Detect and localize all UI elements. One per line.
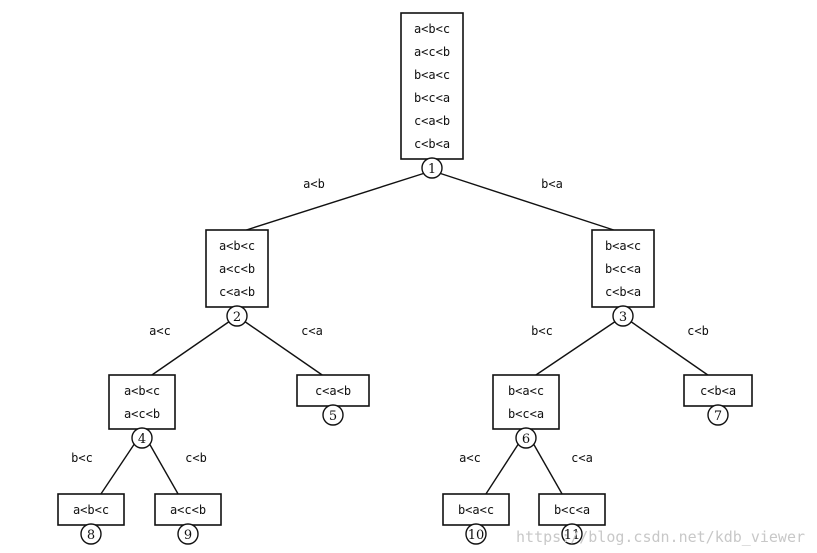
- node-number: 7: [714, 409, 722, 424]
- permutation-text: b<c<a: [554, 503, 590, 517]
- edge-label-1-3: b<a: [541, 177, 563, 191]
- node-number: 11: [564, 528, 581, 543]
- node-number-circle: [226, 305, 248, 327]
- permutation-text: a<c<b: [219, 262, 255, 276]
- permutation-text: a<b<c: [414, 22, 450, 36]
- node-box-5: [296, 374, 370, 407]
- node-number: 3: [619, 310, 627, 325]
- edges-layer: a<b b<a a<c c<a b<c c<b b<c c<b a<c c<a: [71, 172, 709, 495]
- node-10: b<a<c 10: [442, 493, 510, 545]
- edge-1-2: [246, 172, 426, 231]
- node-number: 9: [184, 528, 192, 543]
- node-1: a<b<c a<c<b b<a<c b<c<a c<a<b c<b<a 1: [400, 12, 464, 179]
- edge-label-4-8: b<c: [71, 451, 93, 465]
- edge-1-3: [438, 172, 614, 231]
- node-box-9: [154, 493, 222, 526]
- permutation-text: b<a<c: [508, 384, 544, 398]
- node-number-circle: [421, 157, 443, 179]
- permutation-text: c<b<a: [414, 137, 450, 151]
- node-9: a<c<b 9: [154, 493, 222, 545]
- permutation-text: b<a<c: [605, 239, 641, 253]
- node-2: a<b<c a<c<b c<a<b 2: [205, 229, 269, 327]
- permutation-text: c<a<b: [219, 285, 255, 299]
- edge-4-9: [148, 442, 179, 495]
- node-number-circle: [322, 404, 344, 426]
- node-number: 1: [428, 162, 436, 177]
- permutation-text: b<c<a: [508, 407, 544, 421]
- node-7: c<b<a 7: [683, 374, 753, 426]
- node-4: a<b<c a<c<b 4: [108, 374, 176, 449]
- edge-label-1-2: a<b: [303, 177, 325, 191]
- node-number: 8: [87, 528, 95, 543]
- node-box-2: [205, 229, 269, 308]
- node-number-circle: [131, 427, 153, 449]
- edge-2-4: [151, 320, 231, 376]
- node-number-circle: [612, 305, 634, 327]
- edge-6-10: [485, 442, 520, 495]
- edge-4-8: [100, 442, 136, 495]
- permutation-text: c<a<b: [414, 114, 450, 128]
- permutation-text: a<b<c: [219, 239, 255, 253]
- node-number-circle: [465, 523, 487, 545]
- node-box-1: [400, 12, 464, 160]
- permutation-text: a<c<b: [414, 45, 450, 59]
- permutation-text: c<a<b: [315, 384, 351, 398]
- permutation-text: b<c<a: [414, 91, 450, 105]
- permutation-text: c<b<a: [605, 285, 641, 299]
- edge-6-11: [532, 442, 563, 495]
- edge-label-3-6: b<c: [531, 324, 553, 338]
- node-number: 10: [468, 528, 485, 543]
- edge-label-2-5: c<a: [301, 324, 323, 338]
- node-8: a<b<c 8: [57, 493, 125, 545]
- edge-3-7: [629, 320, 709, 376]
- watermark-text: https://blog.csdn.net/kdb_viewer: [516, 528, 805, 546]
- permutation-text: b<c<a: [605, 262, 641, 276]
- node-number-circle: [177, 523, 199, 545]
- permutation-text: c<b<a: [700, 384, 736, 398]
- edge-label-3-7: c<b: [687, 324, 709, 338]
- permutation-text: a<b<c: [124, 384, 160, 398]
- permutation-text: a<c<b: [124, 407, 160, 421]
- edge-label-2-4: a<c: [149, 324, 171, 338]
- node-number-circle: [515, 427, 537, 449]
- node-11: b<c<a 11: [538, 493, 606, 545]
- node-6: b<a<c b<c<a 6: [492, 374, 560, 449]
- node-3: b<a<c b<c<a c<b<a 3: [591, 229, 655, 327]
- node-number-circle: [707, 404, 729, 426]
- edge-label-6-10: a<c: [459, 451, 481, 465]
- node-number-circle: [561, 523, 583, 545]
- node-5: c<a<b 5: [296, 374, 370, 426]
- edge-2-5: [243, 320, 323, 376]
- edge-label-6-11: c<a: [571, 451, 593, 465]
- node-number: 6: [522, 432, 530, 447]
- node-number: 4: [138, 432, 146, 447]
- node-box-11: [538, 493, 606, 526]
- node-number: 2: [233, 310, 241, 325]
- edge-label-4-9: c<b: [185, 451, 207, 465]
- permutation-text: b<a<c: [414, 68, 450, 82]
- node-box-10: [442, 493, 510, 526]
- edge-3-6: [535, 320, 617, 376]
- permutation-text: b<a<c: [458, 503, 494, 517]
- permutation-text: a<b<c: [73, 503, 109, 517]
- node-number: 5: [329, 409, 337, 424]
- node-number-circle: [80, 523, 102, 545]
- permutation-text: a<c<b: [170, 503, 206, 517]
- nodes-layer: a<b<c a<c<b b<a<c b<c<a c<a<b c<b<a 1 a<b<c a<c<…: [57, 12, 753, 545]
